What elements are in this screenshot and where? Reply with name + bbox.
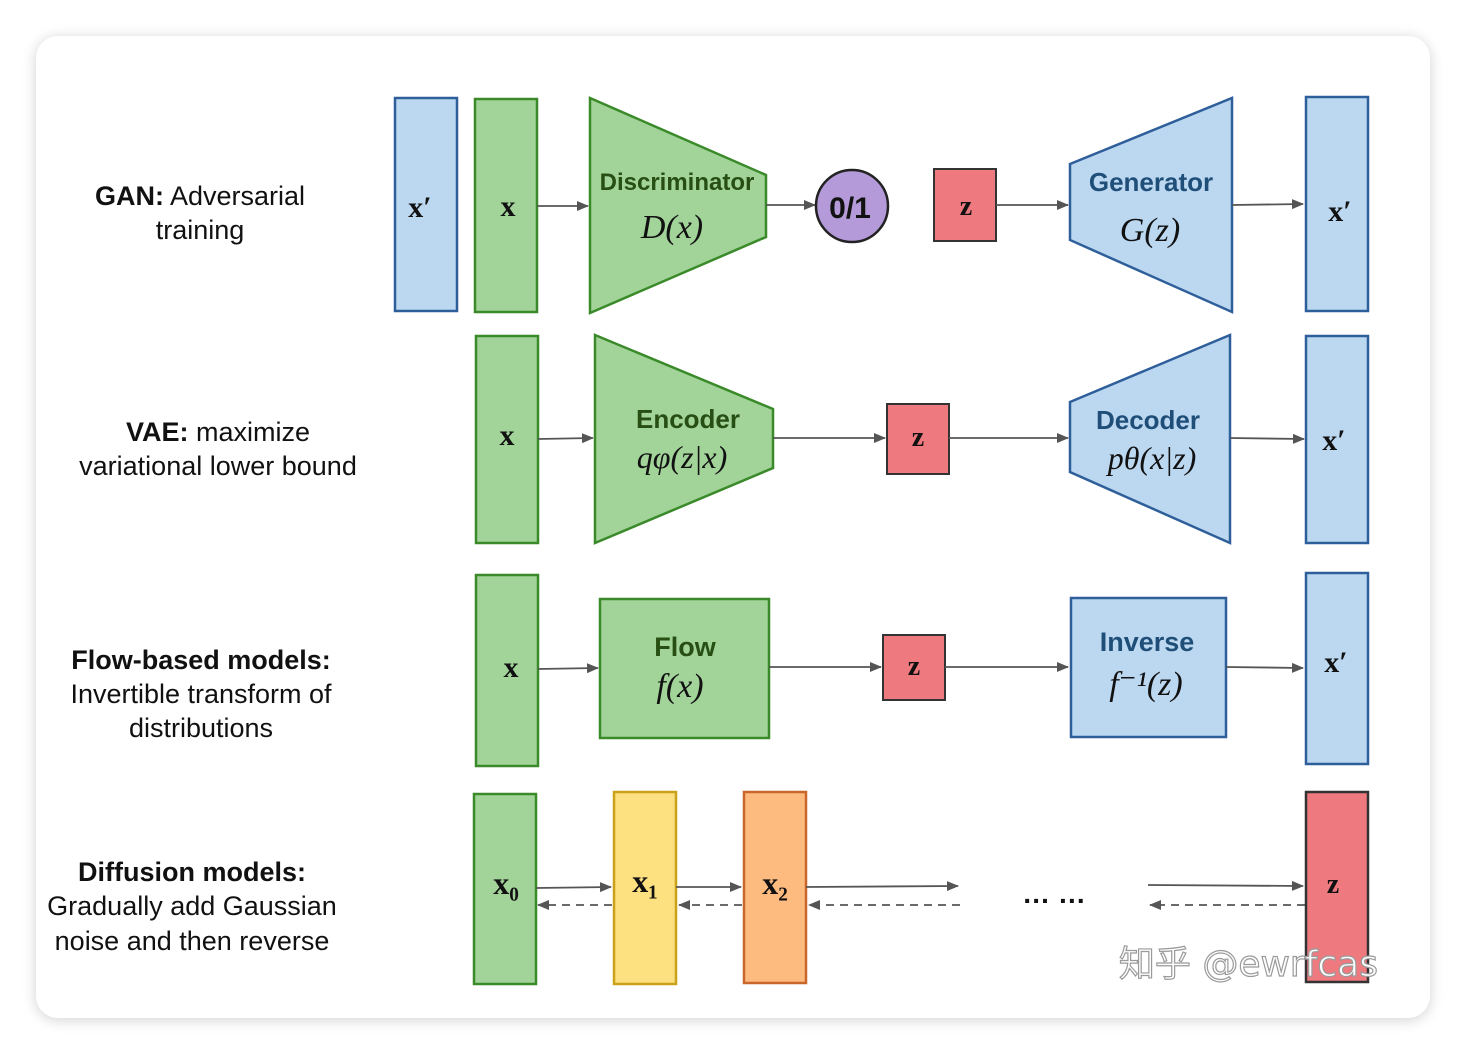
flow-z-label: z	[908, 651, 920, 682]
gan-arrow-generator-to-x-prime	[1231, 199, 1304, 210]
vae-arrow-decoder-to-x-prime	[1229, 433, 1305, 444]
diffusion-row-label-line3: noise and then reverse	[55, 926, 330, 956]
generator-title: Generator	[1089, 167, 1213, 197]
discriminator-title: Discriminator	[600, 169, 755, 196]
flow-arrow-inverse-to-x-prime	[1225, 662, 1304, 673]
diffusion-x1-box	[612, 790, 678, 986]
gan-z-label: z	[960, 191, 972, 222]
diffusion-z-label: z	[1327, 869, 1339, 900]
diffusion-forward-arrow-x2-onward	[805, 881, 959, 892]
gan-x-label: x	[501, 190, 516, 223]
inverse-formula: f⁻¹(z)	[1109, 666, 1182, 703]
diffusion-x1-label: x₁	[632, 863, 658, 899]
encoder-title: Encoder	[636, 404, 740, 434]
diffusion-forward-arrow-to-z	[1147, 880, 1304, 891]
vae-x-prime-box	[1304, 334, 1370, 545]
diffusion-x0-label: x₀	[493, 865, 519, 901]
flow-row-label-line2: Invertible transform of	[70, 679, 332, 709]
decoder-trapezoid	[1068, 333, 1232, 545]
flow-row-label-line3: distributions	[129, 713, 273, 743]
vae-x-label: x	[500, 419, 515, 452]
diffusion-x2-box	[742, 790, 808, 985]
vae-z-box	[886, 403, 950, 475]
gan-row-label-line2: training	[156, 215, 245, 245]
gan-x-prime-left-label: x′	[408, 191, 431, 224]
diffusion-row-label-line2: Gradually add Gaussian	[47, 891, 337, 921]
flow-x-prime-label: x′	[1324, 646, 1347, 679]
gan-row: GAN: Adversarial training x′ x Discrimin…	[95, 95, 1370, 315]
diffusion-z-box	[1304, 790, 1370, 984]
diffusion-x0-box	[472, 792, 538, 986]
generator-trapezoid	[1068, 96, 1234, 314]
inverse-title: Inverse	[1100, 627, 1195, 657]
vae-arrow-x-to-encoder	[537, 433, 594, 444]
diffusion-ellipsis: … …	[1022, 878, 1086, 909]
gan-x-prime-right-box	[1304, 95, 1370, 313]
flow-row: Flow-based models: Invertible transform …	[70, 571, 1370, 768]
gan-x-prime-right-label: x′	[1328, 195, 1351, 228]
flow-x-prime-box	[1304, 571, 1370, 766]
diffusion-forward-arrow-x0-x1	[535, 882, 612, 893]
flow-title: Flow	[654, 632, 716, 662]
gan-x-prime-left-box	[393, 96, 459, 313]
flow-z-box	[882, 634, 946, 701]
flow-row-label: Flow-based models:	[71, 645, 331, 675]
flow-x-label: x	[504, 651, 519, 684]
diffusion-row: Diffusion models: Gradually add Gaussian…	[47, 790, 1370, 986]
diffusion-x2-label: x₂	[762, 865, 788, 901]
discriminator-trapezoid	[588, 96, 768, 315]
gan-output-label: 0/1	[829, 192, 871, 225]
vae-x-box	[474, 334, 540, 545]
encoder-trapezoid	[593, 333, 775, 545]
diffusion-row-label: Diffusion models:	[78, 857, 306, 887]
flow-formula: f(x)	[656, 668, 703, 705]
zhihu-watermark: 知乎 @ewrfcas	[1119, 944, 1378, 985]
gan-x-box	[473, 97, 539, 314]
generator-formula: G(z)	[1120, 212, 1180, 249]
vae-row-label-line2: variational lower bound	[79, 451, 357, 481]
inverse-box	[1069, 596, 1228, 739]
discriminator-formula: D(x)	[640, 209, 703, 246]
vae-row: VAE: maximize variational lower bound x …	[79, 333, 1370, 545]
decoder-title: Decoder	[1096, 405, 1200, 435]
vae-x-prime-label: x′	[1322, 424, 1345, 457]
encoder-formula: qφ(z|x)	[637, 439, 727, 475]
gan-row-label: GAN: Adversarial	[95, 181, 305, 211]
flow-arrow-x-to-flow	[537, 663, 599, 674]
flow-box	[598, 597, 771, 740]
gan-output-circle	[814, 168, 890, 244]
flow-x-box	[474, 573, 540, 768]
vae-row-label: VAE: maximize	[126, 417, 310, 447]
decoder-formula: pθ(x|z)	[1106, 440, 1196, 476]
vae-z-label: z	[912, 422, 924, 453]
